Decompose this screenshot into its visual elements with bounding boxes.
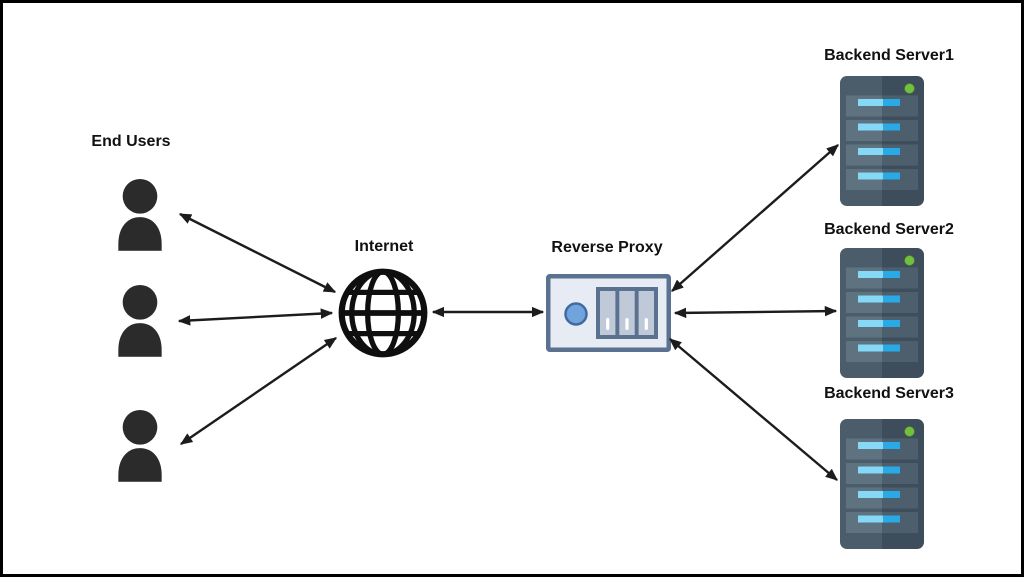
server-tower-icon	[840, 248, 924, 378]
backend-server1-label: Backend Server1	[824, 47, 954, 64]
edge-user2-internet	[177, 308, 334, 326]
edge-user1-internet	[178, 212, 337, 294]
proxy-appliance-icon	[546, 274, 671, 352]
backend-server2-label: Backend Server2	[824, 221, 954, 238]
edge-proxy-server2	[673, 305, 838, 319]
server-tower-icon	[840, 419, 924, 549]
internet-label: Internet	[354, 238, 414, 255]
backend-server3-label: Backend Server3	[824, 385, 954, 402]
globe-icon	[338, 268, 428, 358]
reverse-proxy-label: Reverse Proxy	[551, 239, 663, 256]
end-users-label: End Users	[91, 133, 171, 150]
person-icon	[114, 409, 166, 482]
server-tower-icon	[840, 76, 924, 206]
person-icon	[114, 284, 166, 357]
edge-proxy-server3	[669, 338, 838, 481]
edge-user3-internet	[179, 337, 338, 445]
person-icon	[114, 178, 166, 251]
edge-proxy-server1	[671, 144, 839, 292]
